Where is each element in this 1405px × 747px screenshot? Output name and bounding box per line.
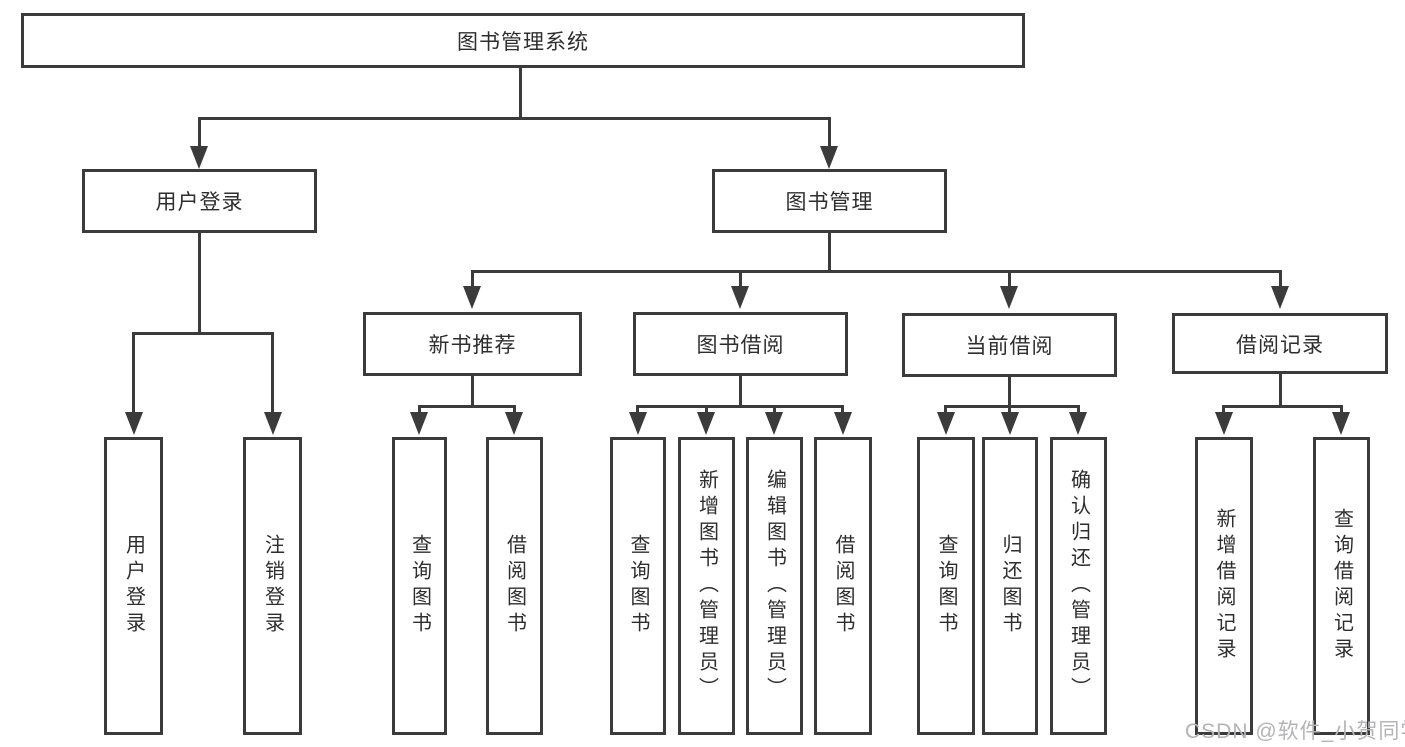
connector-root-drop xyxy=(519,68,522,119)
leaf-current-return-label: 归还图书 xyxy=(999,534,1021,638)
node-root: 图书管理系统 xyxy=(21,13,1025,68)
arrowhead-leaf-cb1-icon xyxy=(937,412,955,435)
arrowhead-leaf-cb2-icon xyxy=(1001,412,1019,435)
node-book-management: 图书管理 xyxy=(712,169,947,233)
node-borrow-records: 借阅记录 xyxy=(1172,313,1388,374)
node-new-book-recommend: 新书推荐 xyxy=(363,312,582,376)
leaf-records-query-label: 查询借阅记录 xyxy=(1330,508,1353,664)
node-current-borrow: 当前借阅 xyxy=(902,313,1117,377)
leaf-borrow-query-label: 查询图书 xyxy=(627,534,649,638)
leaf-user-login-label: 用户登录 xyxy=(122,534,145,638)
connector-leaf-bb2-stem xyxy=(705,405,708,414)
connector-leaf-logout-stem xyxy=(271,332,274,413)
leaf-borrow-query: 查询图书 xyxy=(610,437,666,735)
leaf-logout: 注销登录 xyxy=(243,437,302,735)
arrowhead-leaf-nb2-icon xyxy=(505,412,523,435)
connector-current-borrow-branch xyxy=(944,405,1080,408)
node-borrow-records-label: 借阅记录 xyxy=(1236,333,1324,357)
node-user-login: 用户登录 xyxy=(82,169,317,233)
leaf-records-query: 查询借阅记录 xyxy=(1313,437,1370,735)
leaf-user-login: 用户登录 xyxy=(104,437,163,735)
connector-leaf-cb2-stem xyxy=(1008,405,1011,414)
leaf-logout-label: 注销登录 xyxy=(261,534,284,638)
connector-user-login-drop xyxy=(198,233,201,335)
arrowhead-new-book-icon xyxy=(463,286,481,309)
connector-book-management-stem xyxy=(828,117,831,148)
leaf-current-confirm-label: 确认归还（管理员） xyxy=(1067,469,1090,703)
connector-level2-hline xyxy=(198,117,831,120)
connector-book-borrow-drop xyxy=(739,376,742,408)
node-user-login-label: 用户登录 xyxy=(155,191,244,214)
leaf-newbook-borrow: 借阅图书 xyxy=(486,437,543,735)
leaf-newbook-query-label: 查询图书 xyxy=(408,534,431,638)
connector-leaf-nb2-stem xyxy=(513,405,516,414)
leaf-records-add-label: 新增借阅记录 xyxy=(1213,508,1235,664)
leaf-borrow-edit-label: 编辑图书（管理员） xyxy=(763,469,786,703)
arrowhead-leaf-nb1-icon xyxy=(410,412,428,435)
leaf-borrow-edit: 编辑图书（管理员） xyxy=(746,437,803,735)
arrowhead-leaf-br1-icon xyxy=(1215,412,1233,435)
arrowhead-leaf-bb4-icon xyxy=(834,412,852,435)
connector-user-login-branch xyxy=(132,332,274,335)
arrowhead-current-borrow-icon xyxy=(1000,286,1018,309)
connector-leaf-br1-stem xyxy=(1222,405,1225,414)
node-book-management-label: 图书管理 xyxy=(785,191,874,214)
connector-new-book-branch xyxy=(418,405,516,408)
watermark-text: CSDN @软件_小贺同学 xyxy=(1185,720,1405,743)
leaf-current-query-label: 查询图书 xyxy=(935,534,957,638)
leaf-borrow-add: 新增图书（管理员） xyxy=(678,437,735,735)
connector-user-login-stem xyxy=(198,117,201,148)
leaf-newbook-borrow-label: 借阅图书 xyxy=(503,534,526,638)
connector-leaf-bb4-stem xyxy=(841,405,844,414)
leaf-current-return: 归还图书 xyxy=(982,437,1038,735)
connector-new-book-drop xyxy=(471,376,474,408)
connector-leaf-cb3-stem xyxy=(1077,405,1080,414)
connector-borrow-records-branch xyxy=(1222,405,1343,408)
arrowhead-book-management-icon xyxy=(820,146,838,169)
connector-leaf-bb3-stem xyxy=(773,405,776,414)
arrowhead-leaf-bb3-icon xyxy=(765,412,783,435)
node-new-book-recommend-label: 新书推荐 xyxy=(428,334,517,357)
connector-book-management-drop xyxy=(828,233,831,273)
arrowhead-leaf-cb3-icon xyxy=(1069,412,1087,435)
connector-level3-hline xyxy=(471,270,1282,273)
arrowhead-leaf-br2-icon xyxy=(1332,412,1350,435)
connector-book-borrow-stem xyxy=(739,270,742,287)
arrowhead-leaf-bb2-icon xyxy=(697,412,715,435)
node-current-borrow-label: 当前借阅 xyxy=(965,335,1054,358)
arrowhead-leaf-bb1-icon xyxy=(629,412,647,435)
connector-borrow-records-stem xyxy=(1279,270,1282,287)
leaf-borrow-borrow-label: 借阅图书 xyxy=(832,534,854,638)
connector-borrow-records-drop xyxy=(1279,374,1282,408)
node-book-borrow: 图书借阅 xyxy=(633,312,848,376)
connector-new-book-stem xyxy=(471,270,474,287)
connector-book-borrow-branch xyxy=(637,405,844,408)
connector-leaf-br2-stem xyxy=(1340,405,1343,414)
connector-leaf-nb1-stem xyxy=(418,405,421,414)
arrowhead-user-login-icon xyxy=(190,146,208,169)
leaf-borrow-add-label: 新增图书（管理员） xyxy=(695,469,718,703)
arrowhead-borrow-records-icon xyxy=(1271,286,1289,309)
leaf-borrow-borrow: 借阅图书 xyxy=(814,437,872,735)
connector-leaf-cb1-stem xyxy=(944,405,947,414)
connector-current-borrow-drop xyxy=(1008,377,1011,408)
leaf-newbook-query: 查询图书 xyxy=(392,437,447,735)
arrowhead-book-borrow-icon xyxy=(731,286,749,309)
leaf-records-add: 新增借阅记录 xyxy=(1195,437,1253,735)
leaf-current-confirm: 确认归还（管理员） xyxy=(1050,437,1107,735)
connector-leaf-bb1-stem xyxy=(636,405,639,414)
node-book-borrow-label: 图书借阅 xyxy=(696,334,785,357)
connector-leaf-login-stem xyxy=(132,332,135,413)
leaf-current-query: 查询图书 xyxy=(917,437,975,735)
node-root-label: 图书管理系统 xyxy=(457,30,589,54)
arrowhead-leaf-login-icon xyxy=(125,412,143,435)
arrowhead-leaf-logout-icon xyxy=(264,412,282,435)
connector-current-borrow-stem xyxy=(1008,270,1011,287)
